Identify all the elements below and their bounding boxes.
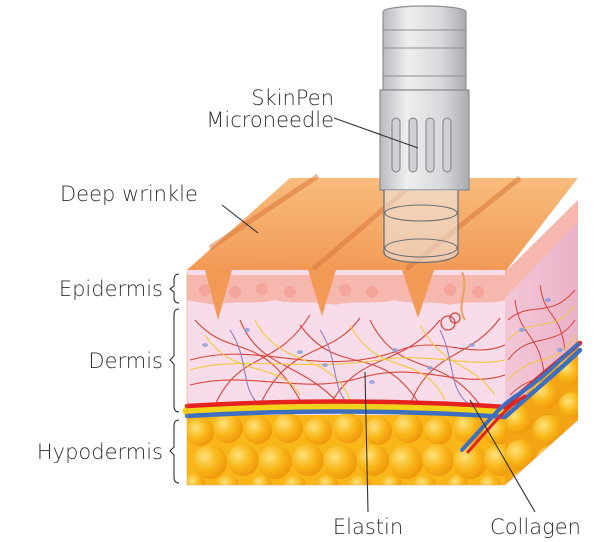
hypodermis-label: Hypodermis [5, 441, 163, 463]
device-label-line1: SkinPen [196, 87, 334, 109]
microneedle-device [380, 6, 469, 263]
epidermis-label: Epidermis [20, 278, 163, 300]
deep-wrinkle-label: Deep wrinkle [60, 183, 198, 205]
device-label-line2: Microneedle [176, 109, 334, 131]
dermis-label: Dermis [20, 350, 163, 372]
elastin-label: Elastin [318, 516, 418, 538]
collagen-label: Collagen [478, 516, 593, 538]
front-face [185, 270, 516, 497]
